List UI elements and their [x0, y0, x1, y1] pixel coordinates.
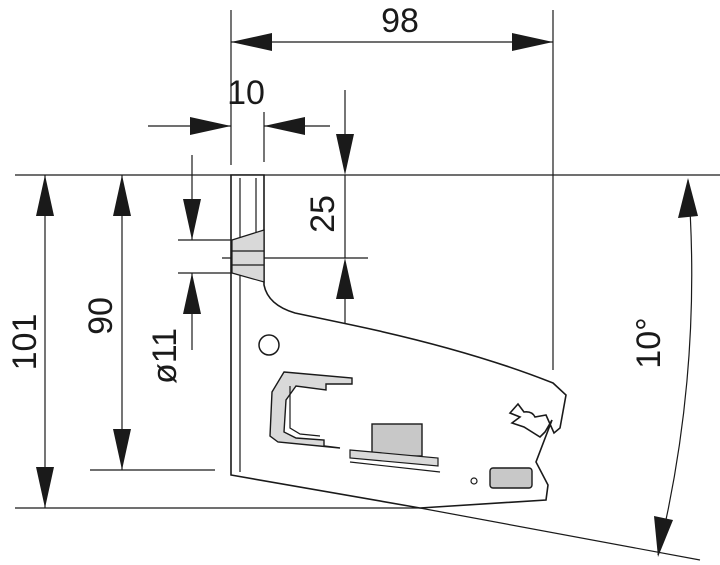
- dimension-90: 90: [82, 175, 131, 470]
- dimension-label-25: 25: [304, 195, 342, 233]
- dimension-label-hole-diameter: ø11: [146, 328, 184, 384]
- dimension-98: 98: [231, 2, 553, 51]
- bracket-profile: [230, 174, 567, 509]
- dimension-label-101: 101: [6, 314, 44, 371]
- dimension-angle: 10°: [630, 178, 698, 557]
- dimension-101: 101: [6, 175, 54, 508]
- insert-block: [349, 423, 439, 467]
- rubber-pad: [470, 467, 533, 489]
- dimension-label-10: 10: [227, 74, 265, 112]
- dimension-label-angle: 10°: [630, 317, 668, 368]
- dimension-10: 10: [148, 74, 330, 135]
- countersunk-hole: [231, 229, 265, 283]
- mounting-hole: [258, 334, 280, 356]
- dimension-label-90: 90: [82, 297, 120, 335]
- dimension-25: 25: [304, 134, 354, 299]
- clip-channel: [269, 371, 353, 449]
- dimension-label-98: 98: [381, 2, 419, 40]
- dimension-hole-diameter: ø11: [146, 155, 201, 384]
